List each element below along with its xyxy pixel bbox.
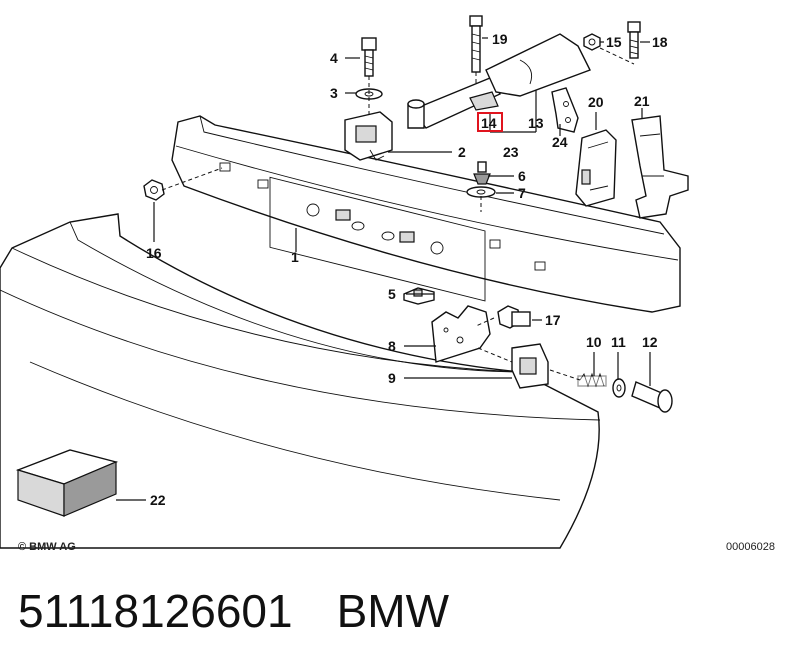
callouts: 4 3 2 19 14 13 23 15 18 20 21 24 6 7 16 …: [146, 31, 668, 508]
copyright-notice: © BMW AG: [18, 541, 76, 553]
callout-21[interactable]: 21: [634, 93, 650, 109]
bracket-2: [344, 111, 393, 161]
callout-12[interactable]: 12: [642, 334, 658, 350]
washer-7: [466, 186, 496, 198]
callout-13[interactable]: 13: [528, 115, 544, 131]
nut-16: [143, 179, 165, 201]
callout-18[interactable]: 18: [652, 34, 668, 50]
callout-20[interactable]: 20: [588, 94, 604, 110]
highlight-box-14: [477, 112, 503, 132]
callout-22[interactable]: 22: [150, 492, 166, 508]
bumper-cover: [0, 213, 601, 549]
callout-17[interactable]: 17: [545, 312, 561, 328]
bolt-18: [627, 21, 641, 59]
part-20: [575, 129, 617, 207]
footer-caption: 51118126601 BMW: [18, 584, 493, 638]
parts-diagram: 4 3 2 19 14 13 23 15 18 20 21 24 6 7 16 …: [0, 15, 689, 549]
callout-15[interactable]: 15: [606, 34, 622, 50]
callout-16[interactable]: 16: [146, 245, 162, 261]
brand-name: BMW: [336, 585, 450, 637]
callout-4[interactable]: 4: [330, 50, 338, 66]
callout-2[interactable]: 2: [458, 144, 466, 160]
callout-24[interactable]: 24: [552, 134, 568, 150]
callout-10[interactable]: 10: [586, 334, 602, 350]
impact-absorber: [407, 33, 591, 129]
bolt-4: [361, 37, 377, 77]
bumper-carrier: [171, 115, 681, 313]
leader-lines: [116, 37, 651, 501]
bolt-12: [631, 381, 673, 413]
clip-9: [511, 343, 549, 389]
callout-3[interactable]: 3: [330, 85, 338, 101]
package-22: [15, 449, 119, 517]
callout-1[interactable]: 1: [291, 249, 299, 265]
callout-9[interactable]: 9: [388, 370, 396, 386]
callout-23[interactable]: 23: [503, 144, 519, 160]
bolt-19: [469, 15, 483, 73]
image-code: 00006028: [726, 541, 775, 553]
bracket-8: [431, 305, 491, 363]
callout-7[interactable]: 7: [518, 185, 526, 201]
callout-6[interactable]: 6: [518, 168, 526, 184]
callout-8[interactable]: 8: [388, 338, 396, 354]
clip-6: [473, 161, 491, 185]
part-number: 51118126601: [18, 585, 293, 637]
washer-11: [612, 378, 626, 398]
nut-15: [583, 33, 601, 51]
bracket-24: [551, 87, 579, 133]
callout-11[interactable]: 11: [611, 334, 626, 350]
callout-14[interactable]: 14: [481, 115, 497, 131]
callout-19[interactable]: 19: [492, 31, 508, 47]
callout-5[interactable]: 5: [388, 286, 396, 302]
part-21: [631, 115, 689, 219]
spring-10: [577, 372, 607, 388]
clip-5: [403, 287, 435, 305]
bolt-17: [497, 305, 531, 329]
